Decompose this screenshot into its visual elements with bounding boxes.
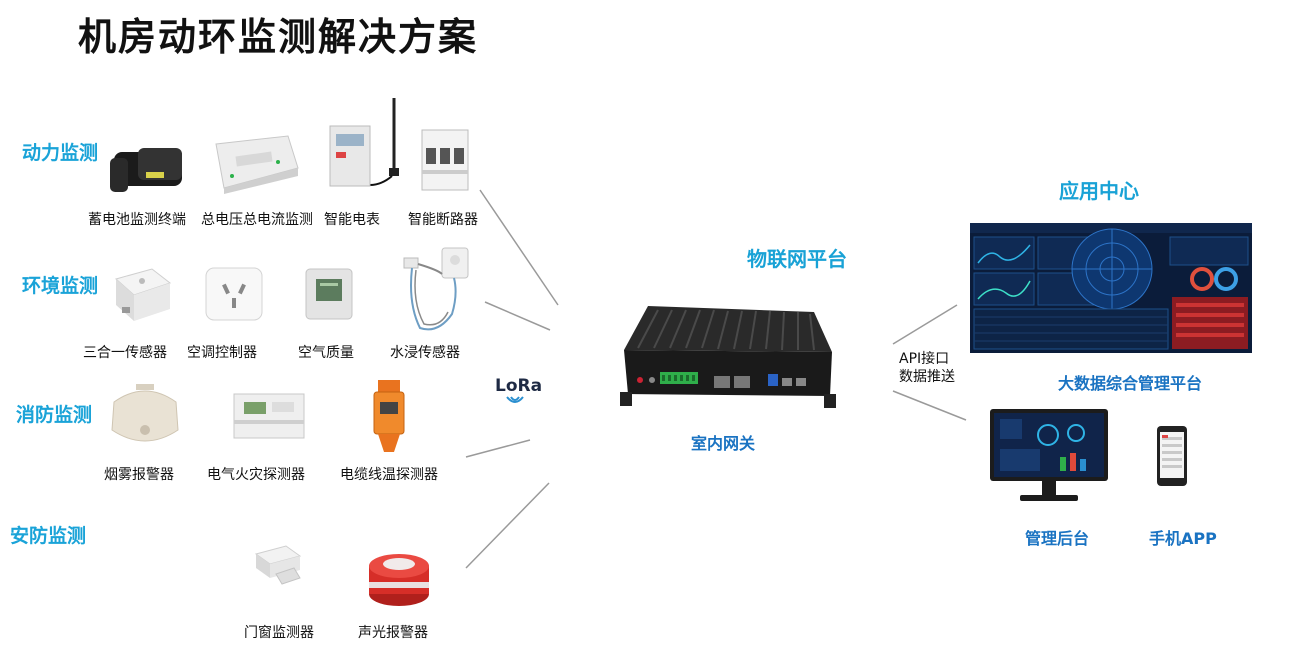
category-fire: 消防监测 (16, 404, 93, 426)
water-sensor-icon (403, 247, 469, 331)
line-security (465, 482, 550, 569)
iot-platform-label: 物联网平台 (747, 247, 847, 271)
fire-detector-icon (233, 393, 305, 439)
line-fire (465, 439, 531, 458)
sound-light-alarm-icon (369, 554, 429, 606)
bigdata-platform-label: 大数据综合管理平台 (1058, 374, 1203, 393)
label-water-sensor: 水浸传感器 (390, 345, 460, 361)
label-air-quality: 空气质量 (298, 345, 354, 361)
label-battery: 蓄电池监测终端 (88, 212, 186, 228)
mobile-app-label: 手机APP (1149, 529, 1217, 548)
label-ac-controller: 空调控制器 (187, 345, 257, 361)
app-center-label: 应用中心 (1059, 179, 1139, 203)
bigdata-dashboard-image (970, 223, 1252, 353)
wireless-icon (506, 396, 524, 403)
battery-terminal-icon (110, 148, 182, 192)
api-line1: API接口 (899, 351, 950, 367)
category-power: 动力监测 (22, 142, 99, 164)
category-environment: 环境监测 (22, 275, 99, 297)
lora-label: LoRa (495, 376, 543, 396)
admin-backend-label: 管理后台 (1025, 529, 1090, 548)
api-label: API接口 数据推送 (899, 350, 955, 386)
air-quality-icon (305, 268, 353, 320)
voltage-module-icon (215, 135, 299, 194)
three-in-one-sensor-icon (114, 268, 172, 321)
smart-breaker-icon (421, 129, 469, 191)
label-smoke-alarm: 烟雾报警器 (104, 467, 174, 483)
ac-controller-icon (205, 267, 263, 321)
label-three-in-one: 三合一传感器 (83, 345, 167, 361)
line-env (484, 301, 551, 331)
smart-meter-icon (329, 98, 399, 187)
gateway-label: 室内网关 (691, 434, 756, 453)
line-to-bigdata (892, 304, 958, 345)
label-cable-temp: 电缆线温探测器 (340, 467, 438, 483)
label-smart-meter: 智能电表 (324, 212, 380, 228)
line-to-backend (892, 390, 967, 421)
api-line2: 数据推送 (899, 369, 955, 385)
line-power (479, 189, 559, 306)
door-sensor-icon (254, 545, 302, 585)
label-sound-light-alarm: 声光报警器 (358, 625, 428, 641)
smoke-alarm-icon (111, 384, 179, 442)
admin-monitor-icon (990, 409, 1108, 501)
category-security: 安防监测 (10, 525, 87, 547)
label-fire-detector: 电气火灾探测器 (207, 467, 305, 483)
mobile-phone-icon (1157, 426, 1187, 486)
gateway-device-icon (620, 306, 836, 408)
label-door-sensor: 门窗监测器 (244, 625, 314, 641)
label-voltage-current: 总电压总电流监测 (201, 212, 313, 228)
page-title: 机房动环监测解决方案 (78, 15, 479, 59)
cable-temp-icon (373, 380, 405, 452)
label-smart-breaker: 智能断路器 (408, 212, 478, 228)
